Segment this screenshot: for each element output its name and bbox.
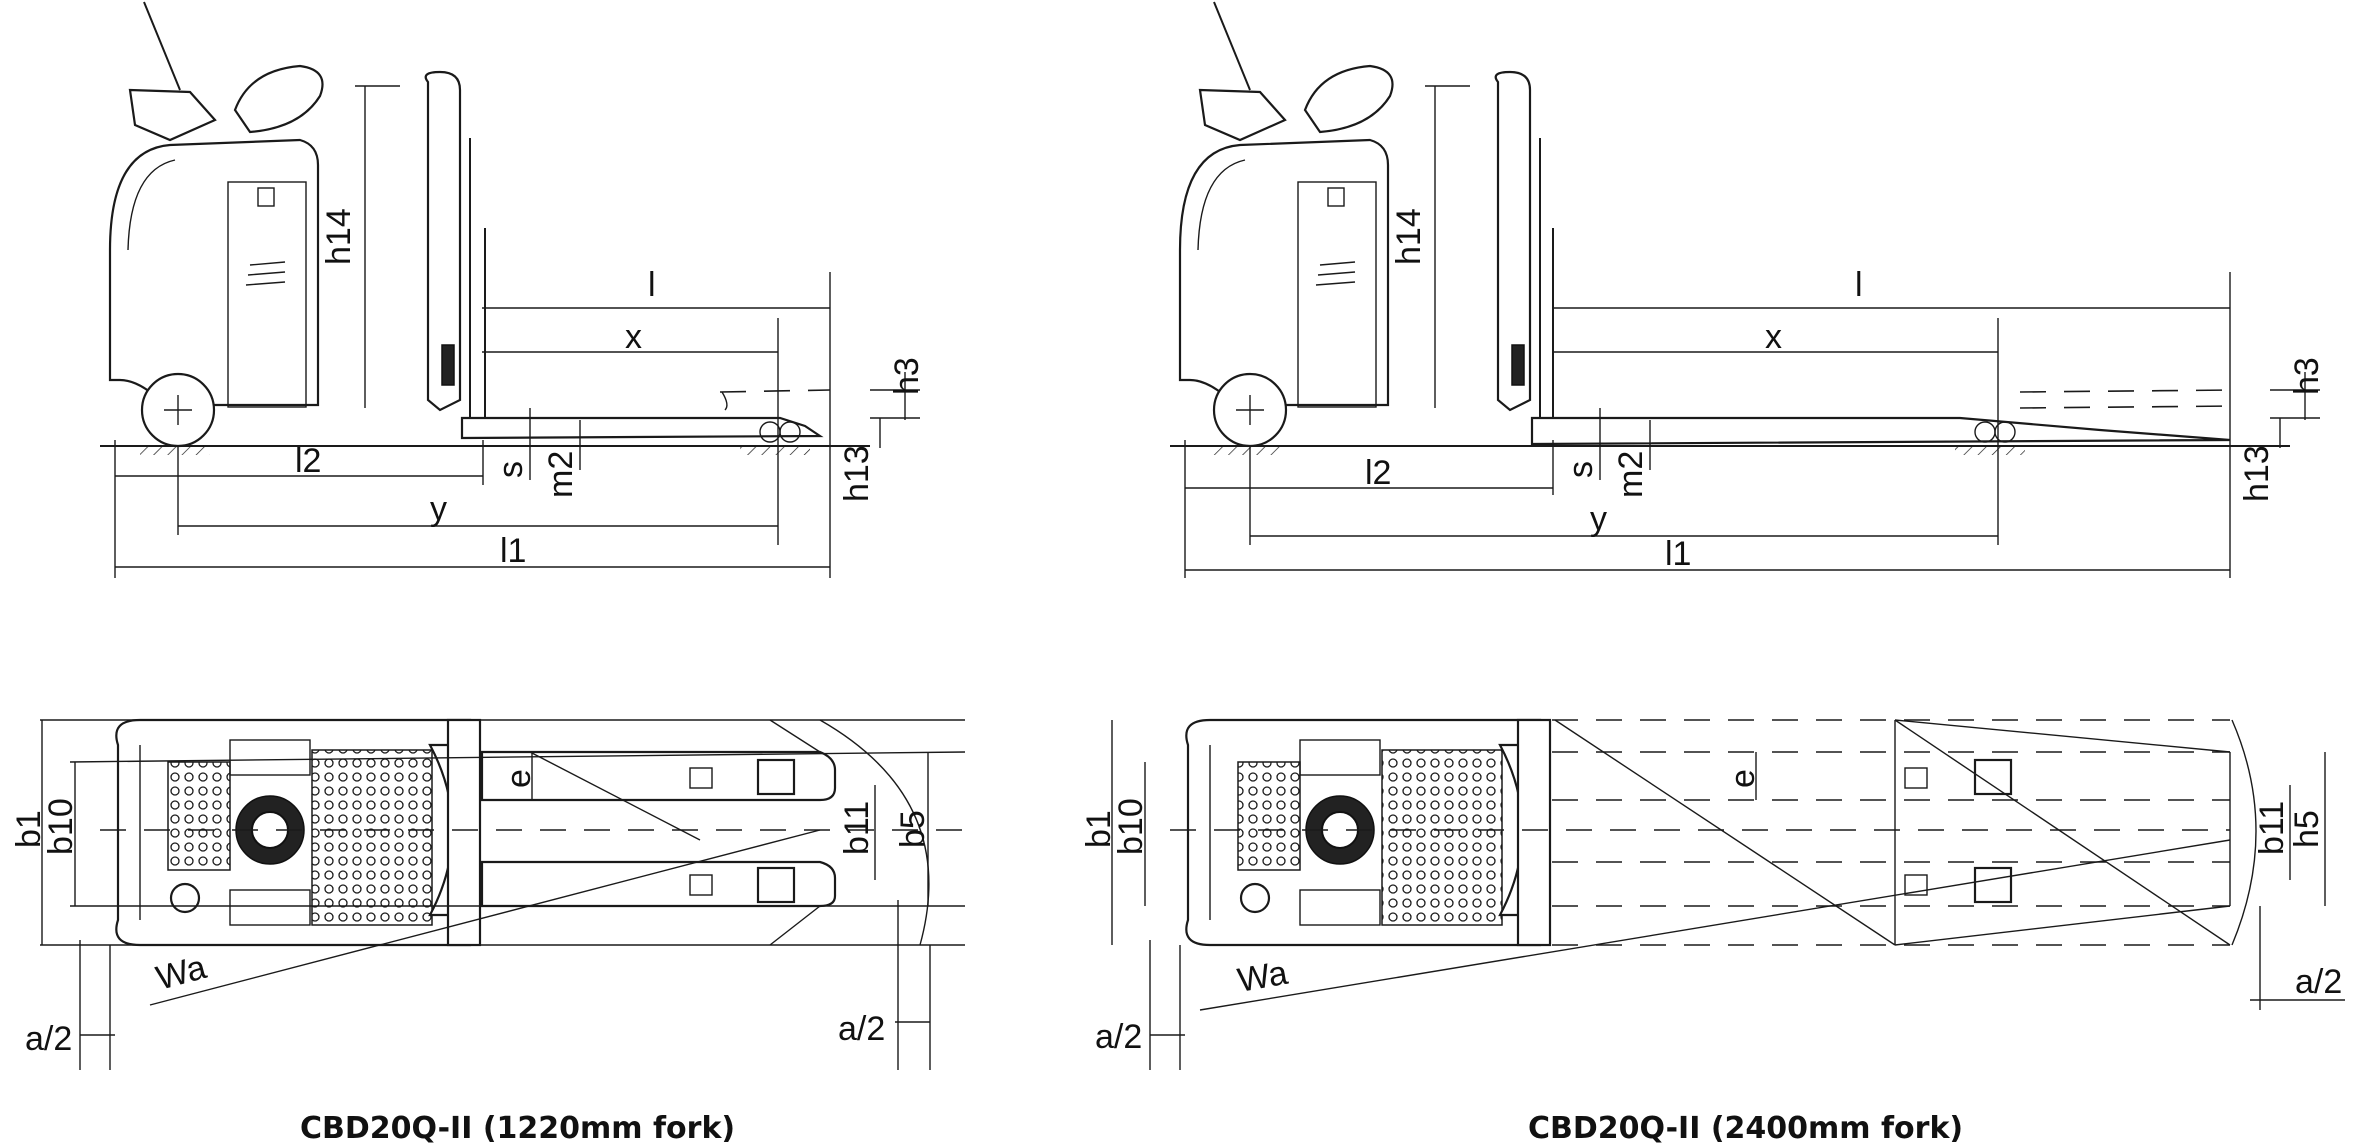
label-h13-right: h13 [2238, 445, 2276, 502]
caption-left: CBD20Q-II (1220mm fork) [300, 1111, 735, 1146]
label-e-right: e [1724, 769, 1762, 788]
label-l1-right: l1 [1665, 535, 1691, 573]
label-a2-right-2: a/2 [2295, 963, 2342, 1001]
label-h3-right: h3 [2288, 357, 2326, 395]
label-h13-left: h13 [838, 445, 876, 502]
label-y-left: y [430, 490, 447, 528]
label-s-left: s [492, 461, 530, 478]
side-view-2400: l x h14 h3 h13 l2 y l1 s m2 [1170, 1, 2326, 578]
label-a2-right-1: a/2 [1095, 1018, 1142, 1056]
label-y-right: y [1590, 500, 1607, 538]
label-l-left: l [648, 266, 656, 304]
label-s-right: s [1562, 461, 1600, 478]
label-b11-right: b11 [2253, 801, 2291, 855]
label-l-right: l [1855, 266, 1863, 304]
label-l2-left: l2 [295, 442, 321, 480]
label-b11-left: b11 [838, 801, 876, 855]
label-x-left: x [625, 318, 642, 356]
label-b5-left: b5 [894, 810, 932, 848]
label-l2-right: l2 [1365, 454, 1391, 492]
label-x-right: x [1765, 318, 1782, 356]
label-e-left: e [500, 769, 538, 788]
side-view-1220: l x h14 h3 h13 l2 y l1 s m2 [100, 1, 926, 578]
label-b1-right: b1 [1080, 810, 1118, 848]
top-view-2400: b1 b10 e b11 h5 Wa a/2 a/2 [1080, 718, 2345, 1070]
label-a2-left-2: a/2 [838, 1010, 885, 1048]
label-a2-left-1: a/2 [25, 1020, 72, 1058]
caption-right: CBD20Q-II (2400mm fork) [1528, 1111, 1963, 1146]
label-m2-left: m2 [542, 451, 580, 498]
label-b10-left: b10 [42, 798, 80, 855]
label-wa-right: Wa [1235, 954, 1291, 1000]
label-b1-left: b1 [10, 810, 48, 848]
label-h5-right: h5 [2288, 810, 2326, 848]
label-h14-left: h14 [320, 208, 358, 265]
label-h3-left: h3 [888, 357, 926, 395]
label-h14-right: h14 [1390, 208, 1428, 265]
label-m2-right: m2 [1612, 451, 1650, 498]
label-wa-left: Wa [152, 948, 210, 998]
label-l1-left: l1 [500, 532, 526, 570]
label-b10-right: b10 [1112, 798, 1150, 855]
top-view-1220: b1 b10 e b11 b5 Wa a/2 a/2 [10, 718, 966, 1070]
